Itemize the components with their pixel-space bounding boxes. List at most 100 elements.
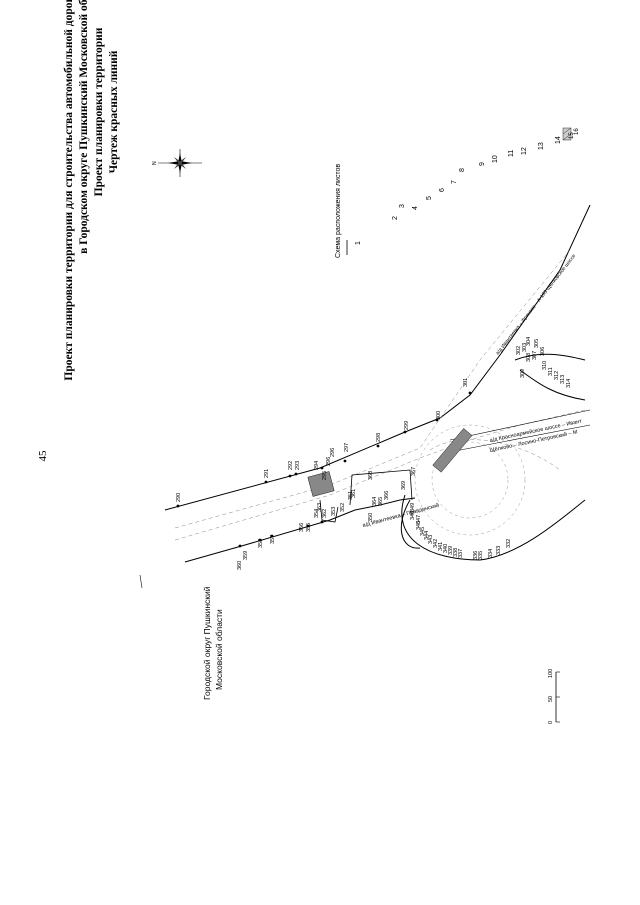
sheet-15-hatch bbox=[562, 127, 572, 141]
pt-348: 348 bbox=[410, 511, 416, 520]
pt-294: 294 bbox=[314, 461, 320, 470]
pt-303: 303 bbox=[522, 343, 528, 352]
pt-352: 352 bbox=[340, 503, 346, 512]
right-point-labels: 302 303 304 305 306 307 308 309 310 311 … bbox=[516, 337, 572, 388]
scale-label-0: 0 bbox=[548, 721, 554, 724]
pt-337: 337 bbox=[458, 549, 464, 558]
pt-299: 299 bbox=[404, 421, 410, 430]
sheet-1: 1 bbox=[355, 241, 362, 245]
pt-290: 290 bbox=[176, 493, 182, 502]
pt-357: 357 bbox=[270, 535, 276, 544]
scale-bar: 0 50 100 bbox=[548, 669, 560, 724]
pt-332: 332 bbox=[506, 539, 512, 548]
pt-338: 338 bbox=[453, 548, 459, 557]
pt-311: 311 bbox=[548, 367, 554, 376]
pt-343: 343 bbox=[428, 535, 434, 544]
pt-361: 361 bbox=[351, 489, 357, 498]
pt-368: 368 bbox=[368, 471, 374, 480]
pt-362: 362 bbox=[322, 509, 328, 518]
pt-345: 345 bbox=[420, 527, 426, 536]
sheet-2: 2 bbox=[392, 216, 399, 220]
compass-rose-icon: N bbox=[152, 149, 202, 177]
sheet-4: 4 bbox=[412, 206, 419, 210]
pt-369: 369 bbox=[401, 481, 407, 490]
pt-312: 312 bbox=[554, 371, 560, 380]
pt-314: 314 bbox=[566, 379, 572, 388]
pt-296: 296 bbox=[330, 448, 336, 457]
sheet-16: 16 bbox=[574, 128, 580, 135]
pt-367: 367 bbox=[411, 467, 417, 476]
pt-353: 353 bbox=[331, 507, 337, 516]
roundabout bbox=[414, 424, 526, 536]
pt-355: 355 bbox=[306, 523, 312, 532]
pt-304: 304 bbox=[526, 337, 532, 346]
sheet-10: 10 bbox=[492, 155, 499, 163]
pt-344: 344 bbox=[424, 531, 430, 540]
pt-336: 336 bbox=[473, 551, 479, 560]
inner-contour-2 bbox=[319, 499, 339, 523]
pt-308: 308 bbox=[526, 353, 532, 362]
district-label-1: Городской округ Пушкинский bbox=[202, 586, 212, 700]
gray-structure-1 bbox=[307, 471, 335, 497]
pt-342: 342 bbox=[433, 539, 439, 548]
pt-313: 313 bbox=[560, 375, 566, 384]
sheet-3: 3 bbox=[399, 204, 406, 208]
pt-358: 358 bbox=[258, 539, 264, 548]
pt-292: 292 bbox=[288, 461, 294, 470]
sheet-5: 5 bbox=[426, 196, 433, 200]
right-boundary bbox=[449, 353, 591, 453]
sheet-11: 11 bbox=[508, 150, 515, 157]
sheet-15: 15 bbox=[569, 132, 575, 139]
pt-363: 363 bbox=[317, 503, 323, 512]
sheet-scheme: Схема расположения листов 1 2 3 4 5 6 7 … bbox=[335, 128, 580, 258]
upper-point-labels: 290 291 292 293 294 295 296 297 298 299 … bbox=[176, 378, 469, 502]
sheet-8: 8 bbox=[459, 168, 466, 172]
sheet-9: 9 bbox=[479, 162, 486, 166]
pt-297: 297 bbox=[344, 443, 350, 452]
pt-300: 300 bbox=[436, 411, 442, 420]
pt-335: 335 bbox=[478, 551, 484, 560]
pt-365: 365 bbox=[378, 497, 384, 506]
pt-295: 295 bbox=[322, 471, 328, 480]
upper-points bbox=[176, 391, 472, 508]
scale-label-50: 50 bbox=[548, 696, 554, 702]
pt-340: 340 bbox=[443, 544, 449, 553]
pt-356: 356 bbox=[299, 523, 305, 532]
pt-333: 333 bbox=[496, 546, 502, 555]
pt-306: 306 bbox=[540, 347, 546, 356]
lower-red-line bbox=[184, 494, 586, 563]
pt-349: 349 bbox=[410, 503, 416, 512]
pt-293: 293 bbox=[295, 461, 301, 470]
pt-334: 334 bbox=[488, 549, 494, 558]
inner-point-labels: 296 361 362 363 364 365 366 367 368 369 bbox=[317, 457, 417, 518]
pt-350: 350 bbox=[368, 513, 374, 522]
pt-364: 364 bbox=[372, 497, 378, 506]
pt-360: 360 bbox=[237, 561, 243, 570]
pt-inner-296: 296 bbox=[326, 457, 332, 466]
pt-351: 351 bbox=[348, 491, 354, 500]
pt-302: 302 bbox=[516, 346, 522, 355]
upper-red-line bbox=[164, 204, 591, 511]
pt-366: 366 bbox=[384, 491, 390, 500]
lower-points bbox=[238, 520, 324, 548]
sheet-12: 12 bbox=[521, 147, 528, 155]
pt-309: 309 bbox=[520, 369, 526, 378]
sheet-14: 14 bbox=[555, 136, 562, 144]
sheet-scheme-title: Схема расположения листов bbox=[335, 164, 342, 258]
pt-341: 341 bbox=[438, 542, 444, 551]
svg-text:N: N bbox=[152, 161, 158, 165]
pt-339: 339 bbox=[448, 546, 454, 555]
pt-310: 310 bbox=[542, 361, 548, 370]
pt-307: 307 bbox=[532, 351, 538, 360]
pt-347: 347 bbox=[416, 515, 422, 524]
scale-label-100: 100 bbox=[548, 669, 554, 678]
lower-point-labels: 360 359 358 357 356 355 354 353 352 351 … bbox=[237, 491, 512, 570]
pt-346: 346 bbox=[416, 521, 422, 530]
inner-contour bbox=[349, 469, 413, 506]
pt-291: 291 bbox=[264, 469, 270, 478]
pt-354: 354 bbox=[314, 509, 320, 518]
sheet-6: 6 bbox=[439, 188, 446, 192]
sheet-13: 13 bbox=[538, 142, 545, 150]
pt-301: 301 bbox=[463, 378, 469, 387]
